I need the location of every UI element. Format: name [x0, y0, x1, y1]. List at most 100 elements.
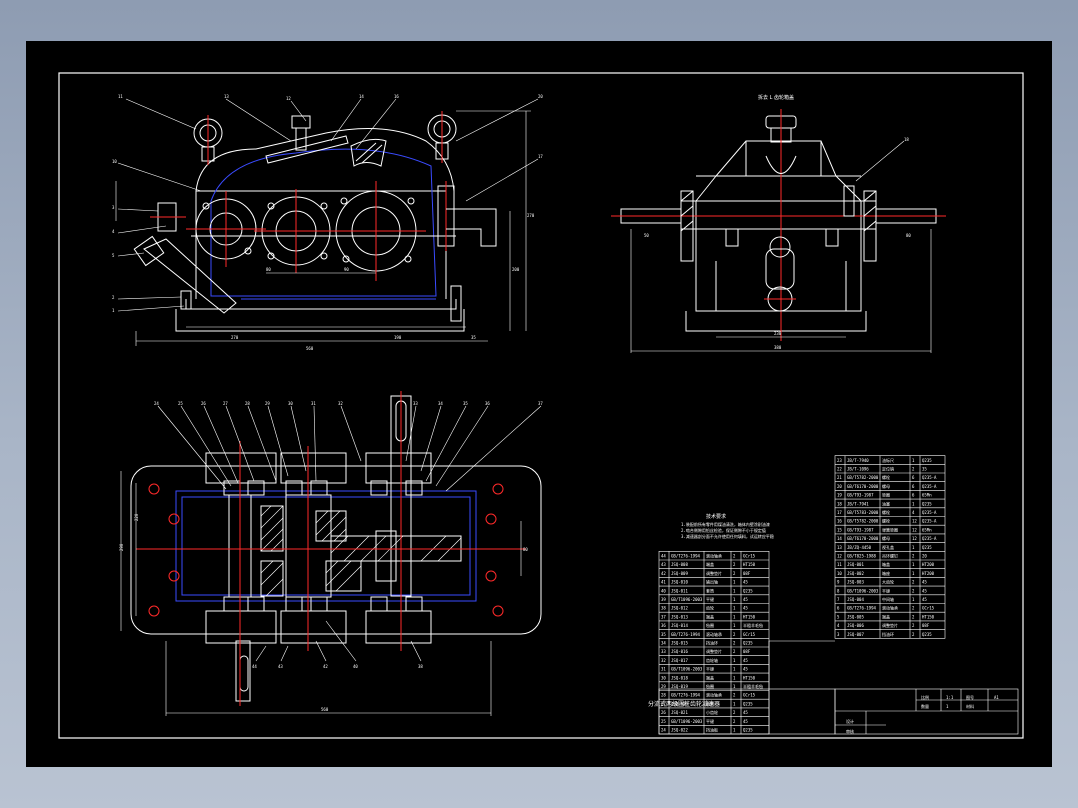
parts-right-cell: GB/T5783-2000: [847, 510, 879, 515]
parts-left-cell: 40: [661, 588, 666, 593]
parts-left-cell: GB/T1096-2003: [671, 597, 703, 602]
parts-left-cell: 1: [733, 580, 736, 585]
parts-left-cell: 端盖: [706, 674, 714, 680]
parts-left-cell: 挡油板: [706, 727, 718, 733]
parts-left-cell: 端盖: [706, 561, 714, 567]
parts-right-cell: 20: [922, 554, 927, 559]
parts-right-cell: JSQ-002: [847, 571, 864, 576]
parts-right-cell: 12: [912, 519, 917, 524]
svg-text:30: 30: [288, 401, 293, 406]
parts-right-cell: 3: [837, 632, 840, 637]
parts-right-cell: Q235-A: [922, 484, 937, 489]
parts-right-cell: 2: [912, 606, 915, 611]
technical-notes: 技术要求 1.装配前所有零件用煤油清洗，箱体内壁涂耐油漆 2.啮合侧隙用铅丝检验…: [681, 513, 774, 539]
parts-left-cell: 1: [733, 701, 736, 706]
parts-right-cell: JB/T-7940: [847, 458, 869, 463]
parts-left-cell: 毡圈: [706, 622, 714, 628]
svg-text:24: 24: [154, 401, 159, 406]
parts-left-cell: 毡圈: [706, 683, 714, 689]
parts-right-cell: 螺栓: [882, 509, 890, 515]
parts-right-cell: GB/T5782-2000: [847, 475, 879, 480]
parts-left-cell: 1: [733, 588, 736, 593]
parts-right-cell: Q235: [922, 545, 932, 550]
parts-left-cell: 44: [661, 554, 666, 559]
parts-right-cell: GB/T5782-2000: [847, 519, 879, 524]
svg-text:380: 380: [774, 345, 782, 350]
svg-text:560: 560: [321, 707, 329, 712]
parts-right-cell: 吊环螺钉: [882, 553, 898, 559]
parts-left-cell: 43: [661, 562, 666, 567]
parts-left-cell: JSQ-014: [671, 623, 688, 628]
parts-left-cell: 08F: [743, 571, 751, 576]
parts-right-cell: GCr15: [922, 606, 935, 611]
parts-left-cell: 挡油环: [706, 640, 718, 646]
svg-text:38: 38: [418, 664, 423, 669]
parts-right-cell: 6: [912, 484, 915, 489]
parts-right-cell: 2: [912, 614, 915, 619]
svg-text:20: 20: [538, 94, 543, 99]
parts-right-cell: 6: [912, 493, 915, 498]
parts-right-cell: 1: [912, 562, 915, 567]
plan-view: [120, 391, 542, 716]
parts-left-cell: 29: [661, 684, 666, 689]
svg-text:32: 32: [338, 401, 343, 406]
parts-right-cell: 12: [912, 536, 917, 541]
parts-right-cell: 4: [912, 510, 915, 515]
drawing-frame: [58, 72, 1024, 739]
parts-left-cell: 调整垫片: [706, 570, 722, 576]
parts-right-cell: 螺栓: [882, 518, 890, 524]
side-view-labels: 拆去 L 齿轮箱盖 18 230 380 50 80: [644, 94, 911, 350]
parts-left-cell: 套筒: [706, 587, 714, 593]
parts-right-cell: 20: [837, 484, 842, 489]
parts-left-cell: 34: [661, 641, 666, 646]
parts-left-cell: 45: [743, 597, 748, 602]
parts-right-cell: 1: [912, 545, 915, 550]
svg-text:44: 44: [252, 664, 257, 669]
parts-left-cell: HT150: [743, 675, 756, 680]
svg-text:27: 27: [223, 401, 228, 406]
svg-text:4: 4: [112, 229, 115, 234]
parts-right-cell: 4: [837, 623, 840, 628]
parts-left-cell: JSQ-008: [671, 562, 688, 567]
parts-left-cell: 1: [733, 667, 736, 672]
parts-right-cell: HT200: [922, 562, 935, 567]
parts-left-cell: JSQ-011: [671, 588, 688, 593]
parts-right-cell: 螺母: [882, 535, 890, 541]
parts-left-cell: 2: [733, 571, 736, 576]
front-view: [115, 98, 539, 346]
parts-left-cell: GB/T1096-2003: [671, 667, 703, 672]
parts-right-cell: 14: [837, 536, 842, 541]
svg-text:190: 190: [394, 335, 402, 340]
parts-left-cell: 滚动轴承: [706, 553, 722, 559]
parts-right-cell: 螺母: [882, 483, 890, 489]
parts-right-cell: GB/T825-1988: [847, 554, 876, 559]
svg-text:5: 5: [112, 253, 115, 258]
parts-right-cell: JSQ-006: [847, 623, 864, 628]
parts-left-cell: 41: [661, 580, 666, 585]
parts-right-cell: 端盖: [882, 613, 890, 619]
parts-left-cell: 1: [733, 728, 736, 733]
svg-text:34: 34: [438, 401, 443, 406]
svg-text:90: 90: [344, 267, 349, 272]
parts-right-cell: JSQ-003: [847, 580, 864, 585]
parts-right-cell: Q235: [922, 632, 932, 637]
parts-right-cell: 16: [837, 519, 842, 524]
parts-right-cell: HT200: [922, 571, 935, 576]
parts-left-cell: 45: [743, 580, 748, 585]
parts-right-cell: 平键: [882, 587, 890, 593]
tech-note-2: 2.啮合侧隙用铅丝检验，保证侧隙不小于规定值: [681, 527, 766, 533]
title-block: 分流式两级圆柱齿轮减速器 比例 1:1 图号 A1 数量 1 材料 设计 审核: [648, 694, 999, 734]
parts-right-cell: 23: [837, 458, 842, 463]
parts-right-cell: 螺栓: [882, 474, 890, 480]
tech-note-3: 3.减速器剖分面不允许使用任何填料，试运转应平稳: [681, 533, 774, 539]
parts-right-cell: 中间轴: [882, 596, 894, 602]
parts-left-cell: 1: [733, 614, 736, 619]
parts-left-cell: GCr15: [743, 632, 756, 637]
parts-right-cell: GB/T93-1987: [847, 493, 874, 498]
parts-right-cell: 13: [837, 545, 842, 550]
parts-left-cell: 26: [661, 710, 666, 715]
parts-right-cell: JSQ-004: [847, 597, 864, 602]
parts-left-cell: 齿轮轴: [706, 657, 718, 663]
tech-note-1: 1.装配前所有零件用煤油清洗，箱体内壁涂耐油漆: [681, 521, 770, 527]
